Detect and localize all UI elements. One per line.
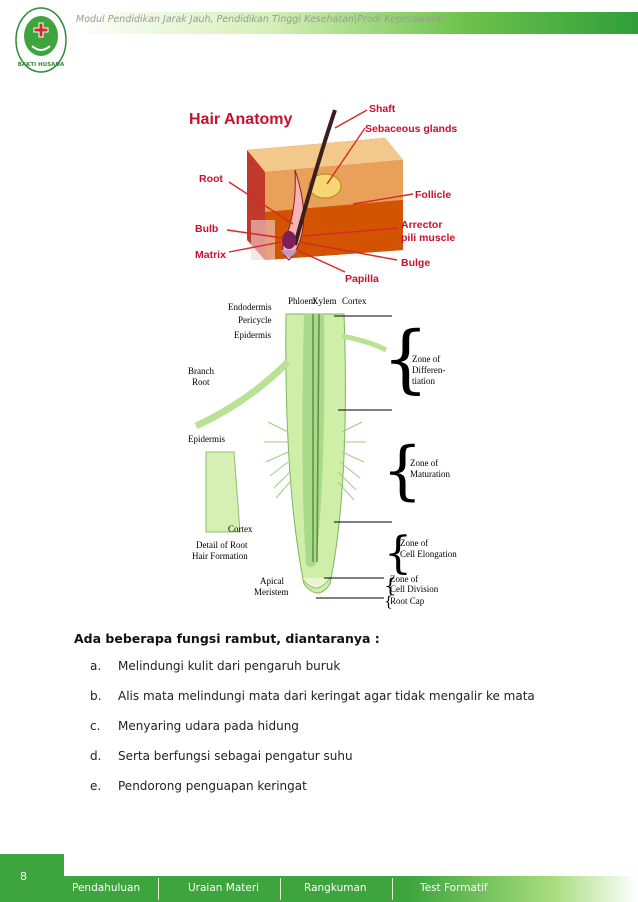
nav-pendahuluan[interactable]: Pendahuluan bbox=[72, 882, 141, 894]
label-zone-diff-2: Differen- bbox=[412, 365, 445, 375]
page-number: 8 bbox=[20, 870, 27, 883]
label-zone-mat-2: Maturation bbox=[410, 469, 450, 479]
list-letter: b. bbox=[90, 689, 102, 703]
nav-divider bbox=[158, 878, 159, 900]
label-zone-diff-3: tiation bbox=[412, 376, 435, 386]
list-text: Menyaring udara pada hidung bbox=[118, 719, 299, 733]
list-letter: e. bbox=[90, 779, 102, 793]
svg-text:{: { bbox=[384, 528, 412, 579]
label-arrector-2: pili muscle bbox=[401, 232, 455, 244]
label-pericycle: Pericycle bbox=[238, 315, 271, 325]
label-zone-mat-1: Zone of bbox=[410, 458, 438, 468]
page-number-box bbox=[0, 854, 64, 902]
label-arrector-1: Arrector bbox=[401, 219, 442, 231]
label-apical-1: Apical bbox=[260, 576, 284, 586]
logo-text: BAKTI HUSADA bbox=[18, 62, 65, 68]
list-text: Alis mata melindungi mata dari keringat … bbox=[118, 689, 535, 703]
label-root-cap: Root Cap bbox=[390, 596, 425, 606]
label-zone-elong-2: Cell Elongation bbox=[400, 549, 457, 559]
label-sebaceous: Sebaceous glands bbox=[365, 123, 457, 135]
intro-heading: Ada beberapa fungsi rambut, diantaranya … bbox=[74, 631, 380, 646]
nav-rangkuman[interactable]: Rangkuman bbox=[304, 882, 367, 894]
label-detail-1: Detail of Root bbox=[196, 540, 248, 550]
list-text: Pendorong penguapan keringat bbox=[118, 779, 307, 793]
label-follicle: Follicle bbox=[415, 189, 451, 201]
header-bar bbox=[70, 12, 638, 34]
label-epidermis-detail: Epidermis bbox=[188, 434, 225, 444]
label-bulb: Bulb bbox=[195, 223, 218, 235]
label-zone-div-2: Cell Division bbox=[390, 584, 439, 594]
svg-text:{: { bbox=[382, 434, 423, 508]
list-letter: c. bbox=[90, 719, 101, 733]
label-papilla: Papilla bbox=[345, 273, 379, 285]
label-zone-elong-1: Zone of bbox=[400, 538, 428, 548]
label-apical-2: Meristem bbox=[254, 587, 289, 597]
label-phloem: Phloem bbox=[288, 296, 316, 306]
header-title: Modul Pendidikan Jarak Jauh, Pendidikan … bbox=[76, 14, 447, 25]
list-item: b. Alis mata melindungi mata dari keringa… bbox=[90, 689, 535, 703]
list-text: Melindungi kulit dari pengaruh buruk bbox=[118, 659, 341, 673]
nav-divider bbox=[392, 878, 393, 900]
list-item: e. Pendorong penguapan keringat bbox=[90, 779, 307, 793]
label-shaft: Shaft bbox=[369, 103, 396, 115]
list-letter: d. bbox=[90, 749, 102, 763]
bakti-husada-logo: BAKTI HUSADA bbox=[15, 7, 67, 73]
label-cortex-detail: Cortex bbox=[228, 524, 253, 534]
label-epidermis-top: Epidermis bbox=[234, 330, 271, 340]
label-branch-1: Branch bbox=[188, 366, 214, 376]
label-xylem: Xylem bbox=[312, 296, 337, 306]
label-zone-div-1: Zone of bbox=[390, 574, 418, 584]
list-text: Serta berfungsi sebagai pengatur suhu bbox=[118, 749, 353, 763]
list-item: a. Melindungi kulit dari pengaruh buruk bbox=[90, 659, 340, 673]
list-item: c. Menyaring udara pada hidung bbox=[90, 719, 299, 733]
label-detail-2: Hair Formation bbox=[192, 551, 248, 561]
hair-anatomy-figure: Hair Anatomy Shaft Sebaceous glands Root… bbox=[189, 103, 457, 285]
svg-text:{: { bbox=[382, 316, 429, 402]
label-zone-diff-1: Zone of bbox=[412, 354, 440, 364]
nav-uraian-materi[interactable]: Uraian Materi bbox=[188, 882, 260, 894]
footer-nav bbox=[64, 876, 638, 902]
nav-divider bbox=[280, 878, 281, 900]
hair-anatomy-title: Hair Anatomy bbox=[189, 111, 293, 128]
label-cortex-top: Cortex bbox=[342, 296, 367, 306]
svg-text:{: { bbox=[384, 594, 393, 610]
nav-test-formatif[interactable]: Test Formatif bbox=[420, 882, 488, 894]
label-endodermis: Endodermis bbox=[228, 302, 272, 312]
root-zones-figure: { { { { { Endodermis Phloem Xylem Cortex… bbox=[176, 292, 462, 610]
svg-text:{: { bbox=[384, 573, 397, 597]
list-item: d. Serta berfungsi sebagai pengatur suhu bbox=[90, 749, 353, 763]
label-root: Root bbox=[199, 173, 223, 185]
label-bulge: Bulge bbox=[401, 257, 430, 269]
label-matrix: Matrix bbox=[195, 249, 226, 261]
label-branch-2: Root bbox=[192, 377, 210, 387]
list-letter: a. bbox=[90, 659, 102, 673]
